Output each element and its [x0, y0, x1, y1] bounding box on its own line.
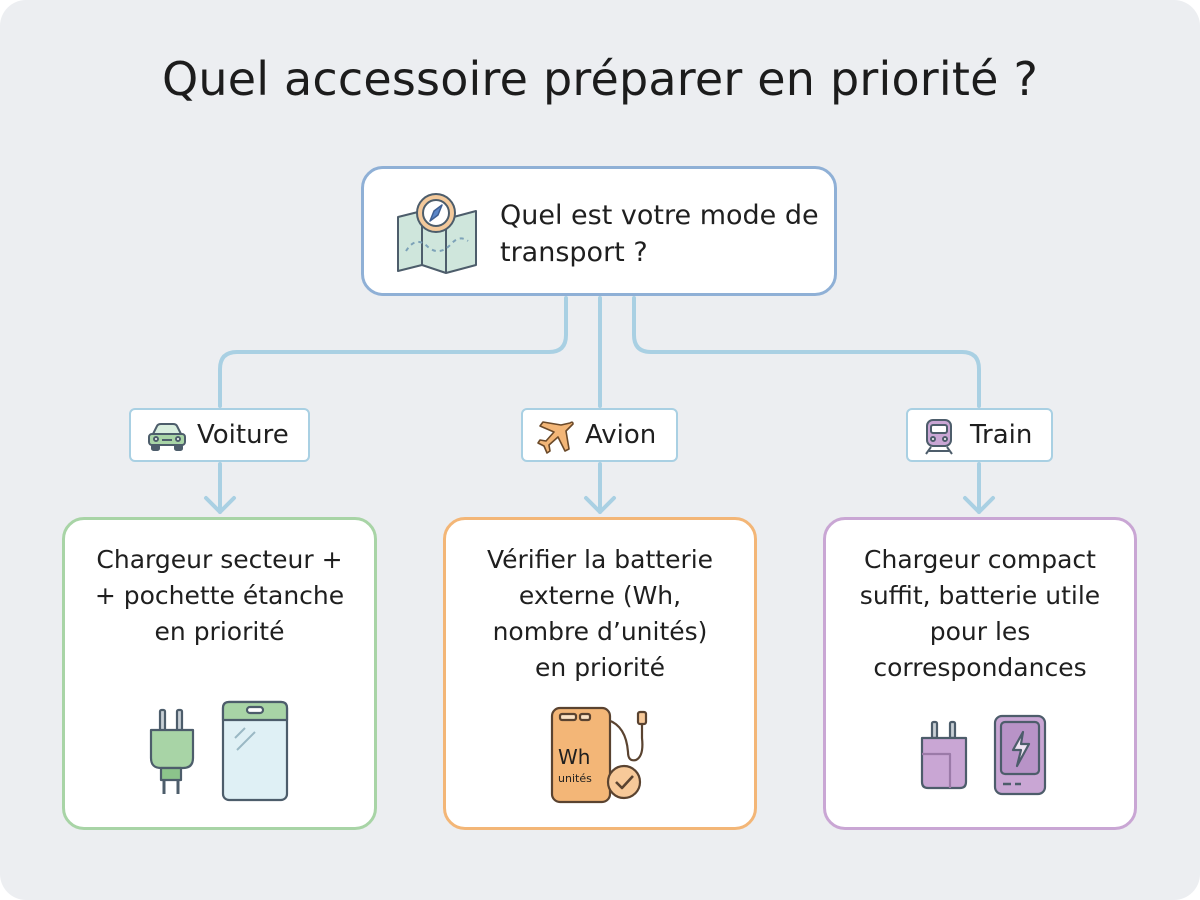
card-train: Chargeur compact suffit, batterie utile … — [823, 517, 1137, 830]
card-train-line: suffit, batterie utile — [859, 581, 1101, 610]
train-icon — [925, 419, 953, 455]
card-avion-line: Vérifier la batterie — [486, 545, 714, 574]
map-compass-icon — [397, 193, 477, 274]
card-text-avion: Vérifier la batterie externe (Wh, nombre… — [446, 542, 754, 686]
mode-label-avion: Avion — [585, 420, 657, 450]
card-text-train: Chargeur compact suffit, batterie utile … — [826, 542, 1134, 686]
mode-train: Train — [906, 408, 1053, 462]
card-avion: Vérifier la batterie externe (Wh, nombre… — [443, 517, 757, 830]
card-train-line: Chargeur compact — [864, 545, 1096, 574]
connector-root-to-car — [218, 296, 568, 408]
root-question-node: Quel est votre mode de transport ? — [361, 166, 837, 296]
mode-voiture: Voiture — [129, 408, 310, 462]
arrowhead-train — [963, 496, 995, 514]
card-voiture-line: + pochette étanche — [94, 581, 345, 610]
battery-units-label: unités — [558, 772, 592, 785]
car-icon — [148, 423, 186, 451]
card-voiture-line: en priorité — [154, 617, 285, 646]
compact-charger-icon — [920, 720, 968, 790]
card-train-line: correspondances — [873, 653, 1087, 682]
root-question-text: Quel est votre mode de transport ? — [500, 200, 819, 268]
mode-avion: Avion — [521, 408, 678, 462]
battery-wh-label: Wh — [558, 745, 590, 769]
card-avion-line: externe (Wh, — [518, 581, 682, 610]
card-text-voiture: Chargeur secteur + + pochette étanche en… — [65, 542, 374, 650]
card-avion-line: en priorité — [535, 653, 665, 682]
card-voiture: Chargeur secteur + + pochette étanche en… — [62, 517, 377, 830]
wall-plug-icon — [149, 708, 195, 794]
mode-label-voiture: Voiture — [197, 420, 289, 450]
connector-root-to-train — [632, 296, 981, 408]
card-avion-line: nombre d’unités) — [492, 617, 708, 646]
battery-bolt-icon — [993, 714, 1047, 796]
arrowhead-plane — [584, 496, 616, 514]
arrowhead-car — [204, 496, 236, 514]
card-train-line: pour les — [929, 617, 1031, 646]
diagram-title: Quel accessoire préparer en priorité ? — [161, 52, 1039, 106]
power-bank-icon: Wh unités — [550, 706, 648, 804]
card-voiture-line: Chargeur secteur + — [96, 545, 343, 574]
mode-label-train: Train — [970, 420, 1033, 450]
waterproof-pouch-icon — [221, 700, 289, 802]
airplane-icon — [537, 421, 574, 454]
